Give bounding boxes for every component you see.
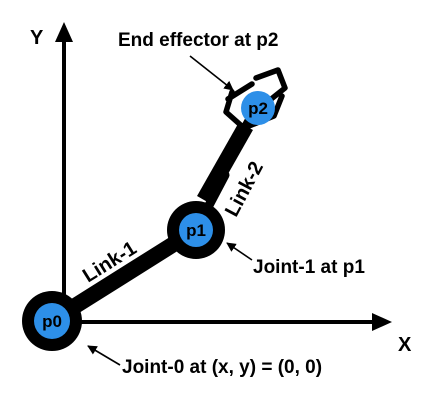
y-axis-label: Y [30,27,44,49]
axes: Y X [30,22,412,356]
joint-p2-core [241,91,275,125]
end-effector-gripper [223,67,288,131]
joint-p0-label: p0 [42,312,62,331]
end-effector-annotation: End effector at p2 [118,30,278,51]
link-2-block [197,122,253,204]
joint-0-pointer [87,345,121,366]
x-axis-arrowhead [372,313,392,331]
end-effector-pointer [189,55,234,91]
joint-p2: p2 [241,91,275,125]
gripper-shape [223,67,288,131]
joint-1-pointer [226,242,253,261]
joint-p1-label: p1 [186,221,206,240]
joint-p1-core [179,213,213,247]
joint-p0-core [34,303,70,339]
annotations: End effector at p2 Joint-1 at p1 Joint-0… [87,30,365,378]
joint-0-annotation: Joint-0 at (x, y) = (0, 0) [122,357,322,378]
x-axis-label: X [398,334,412,356]
joint-p1: p1 [167,201,225,259]
y-axis-arrowhead [55,22,73,42]
joint-p2-label: p2 [248,99,268,118]
joint-p0: p0 [22,291,82,351]
joint-1-annotation: Joint-1 at p1 [253,257,365,278]
